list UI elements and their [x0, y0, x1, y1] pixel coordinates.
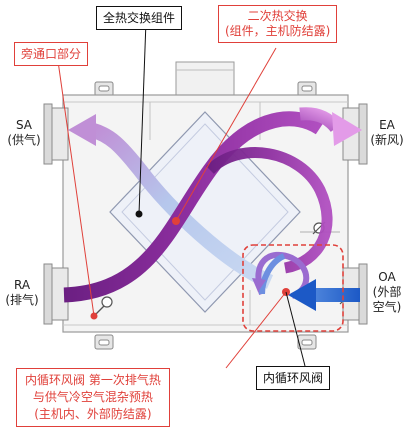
- leader-lines: [57, 20, 306, 369]
- label-bypass: 旁通口部分: [14, 42, 89, 66]
- recirculation-swirl: [252, 251, 310, 299]
- label-secondary-line2: (组件，主机防结露): [225, 24, 331, 38]
- label-ea: EA (新风): [366, 118, 408, 148]
- label-note-line1: 内循环风阀 第一次排气热: [25, 373, 161, 387]
- label-ra: RA (排气): [0, 278, 44, 308]
- label-oa-code: OA: [378, 270, 396, 284]
- label-core: 全热交换组件: [96, 6, 183, 30]
- label-sa: SA (供气): [2, 118, 46, 148]
- exhaust-airflow-arrow: [63, 107, 362, 303]
- mounting-bracket-bottom-left: [94, 334, 114, 350]
- label-recirculation-note: 内循环风阀 第一次排气热 与供气冷空气混杂预热 (主机内、外部防结露): [16, 368, 170, 427]
- fresh-air-arrow: [288, 279, 360, 311]
- label-note-line3: (主机内、外部防结露): [34, 407, 152, 421]
- duct-sa: [43, 103, 69, 165]
- supply-airflow-arrow: [68, 114, 274, 289]
- label-ra-code: RA: [13, 278, 31, 292]
- mounting-bracket-top-left: [94, 81, 114, 97]
- label-ea-name: (新风): [370, 133, 404, 147]
- top-collar: [175, 61, 235, 97]
- label-recirculation-damper: 内循环风阀: [256, 366, 331, 390]
- label-oa: OA (外部 空气): [366, 270, 408, 315]
- mounting-bracket-top-right: [297, 81, 317, 97]
- label-secondary-line1: 二次热交换: [247, 9, 308, 23]
- label-secondary-exchange: 二次热交换 (组件，主机防结露): [218, 5, 338, 43]
- secondary-exhaust-loop: [206, 147, 333, 274]
- label-sa-code: SA: [15, 118, 33, 132]
- label-ea-code: EA: [379, 118, 395, 132]
- label-note-line2: 与供气冷空气混杂预热: [32, 390, 153, 404]
- label-ra-name: (排气): [5, 293, 39, 307]
- label-oa-name-1: (外部: [372, 285, 402, 299]
- label-oa-name-2: 空气): [372, 300, 402, 314]
- mounting-bracket-bottom-right: [297, 334, 317, 350]
- label-sa-name: (供气): [7, 133, 41, 147]
- bypass-damper: [93, 296, 113, 317]
- recirculation-zone-outline: [242, 244, 344, 332]
